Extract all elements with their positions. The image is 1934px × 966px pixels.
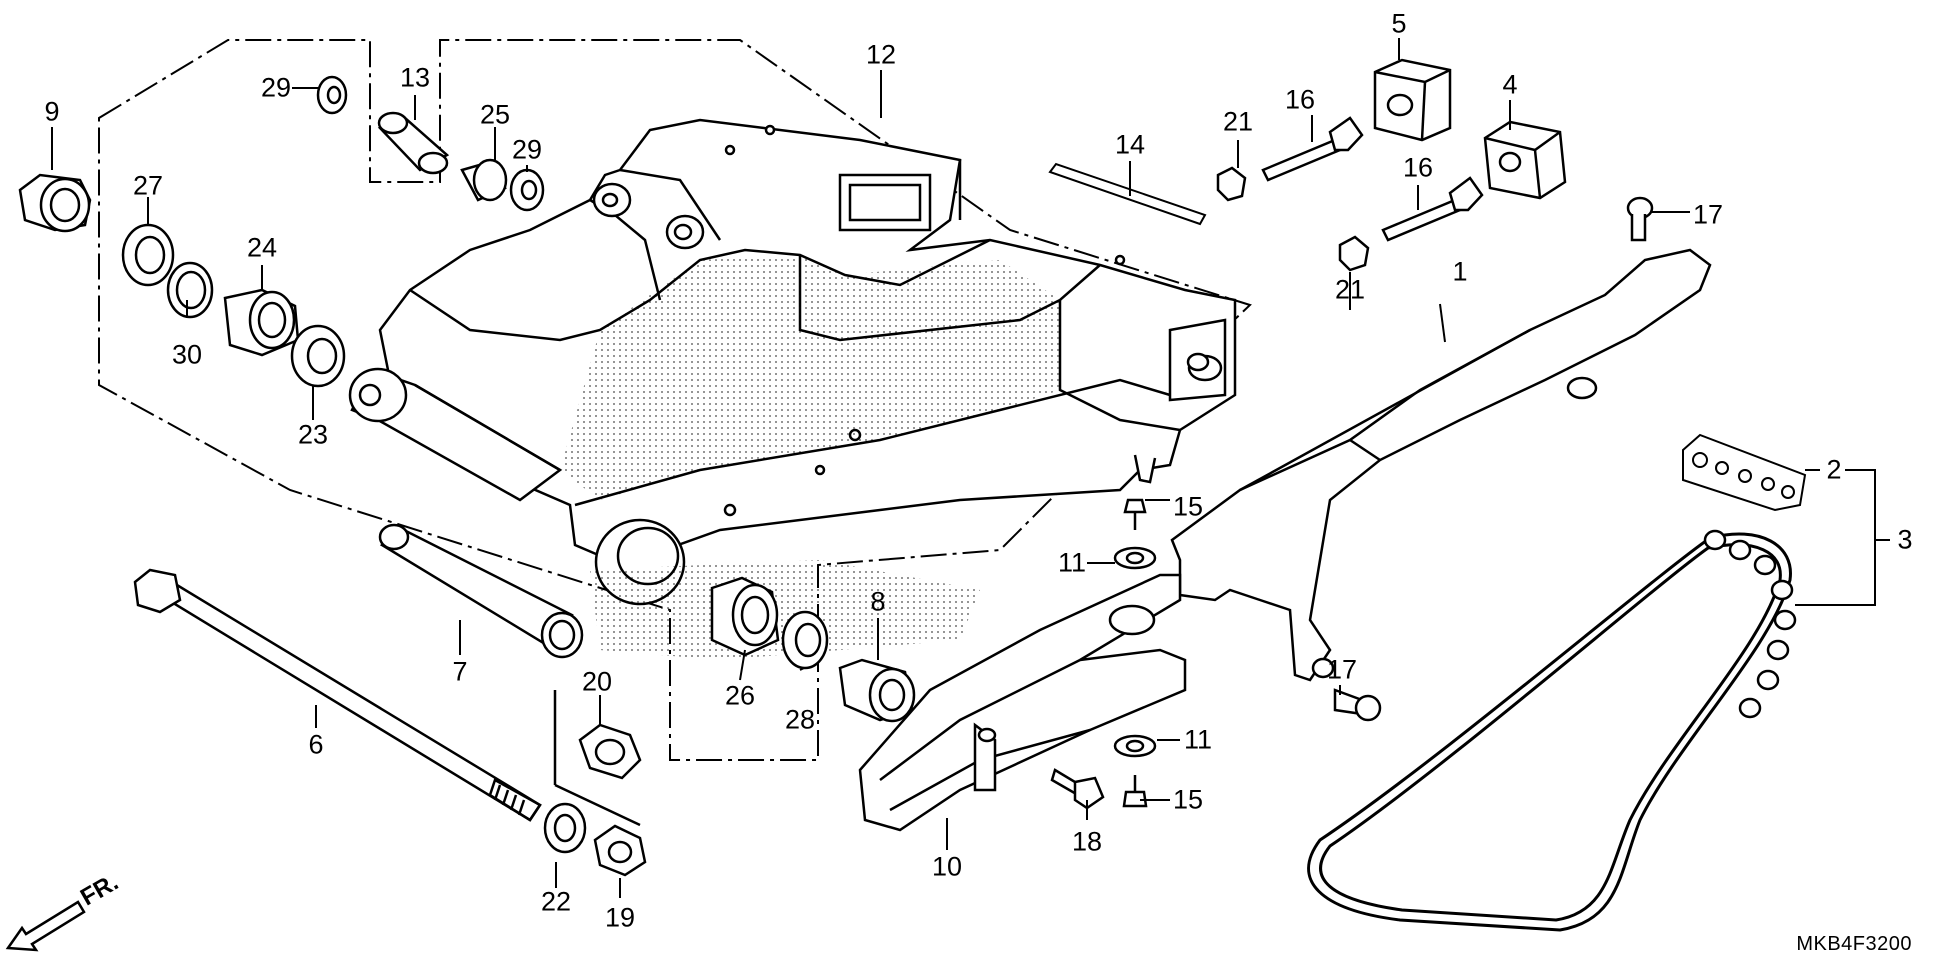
callout-15-upper: 15 — [1172, 491, 1204, 522]
nut-21-mid — [1338, 235, 1370, 272]
callout-15-lower: 15 — [1172, 784, 1204, 815]
seal-28 — [781, 610, 829, 670]
pivot-tube — [348, 367, 563, 502]
callout-26: 26 — [724, 680, 756, 711]
pivot-axle-6 — [133, 568, 542, 822]
callout-28: 28 — [784, 704, 816, 735]
chain-joint-2 — [1682, 433, 1807, 512]
callout-19: 19 — [604, 902, 636, 933]
nut-20 — [578, 723, 642, 780]
circlip-30 — [166, 261, 214, 319]
callout-27: 27 — [132, 170, 164, 201]
callout-16-lower: 16 — [1402, 152, 1434, 183]
rubber-11-bottom — [1113, 734, 1157, 758]
callout-21-upper: 21 — [1222, 106, 1254, 137]
bearing-29-top — [316, 75, 348, 115]
ball-bearing-23 — [290, 324, 346, 388]
label-strip-14 — [1048, 162, 1207, 226]
callout-11-lower: 11 — [1183, 724, 1213, 755]
callout-7: 7 — [452, 656, 468, 687]
callout-3: 3 — [1897, 524, 1913, 555]
callout-22: 22 — [540, 886, 572, 917]
callout-4: 4 — [1502, 69, 1518, 100]
callout-13: 13 — [399, 62, 431, 93]
pipe-7 — [378, 523, 584, 659]
bolt-15-top — [1123, 498, 1147, 530]
bolt-16-top — [1261, 116, 1364, 182]
needle-bearing-26 — [710, 576, 780, 657]
bolt-15-bottom — [1122, 775, 1148, 808]
callout-18: 18 — [1071, 826, 1103, 857]
drive-chain-3 — [1307, 529, 1797, 932]
adjuster-block-5 — [1373, 58, 1452, 142]
callout-5: 5 — [1391, 8, 1407, 39]
chain-slider-10 — [858, 573, 1187, 832]
callout-16-upper: 16 — [1284, 84, 1316, 115]
seal-27 — [121, 223, 175, 287]
washer-22 — [543, 802, 587, 854]
callout-30: 30 — [171, 339, 203, 370]
collar-8 — [838, 658, 916, 723]
collar-9 — [18, 173, 92, 233]
callout-20: 20 — [581, 666, 613, 697]
callout-2: 2 — [1826, 454, 1842, 485]
needle-bearing-25 — [460, 158, 508, 202]
bolt-18 — [1050, 768, 1105, 810]
callout-29-upper: 29 — [260, 72, 292, 103]
callout-17-lower: 17 — [1326, 654, 1358, 685]
callout-6: 6 — [308, 729, 324, 760]
callout-29-mid: 29 — [511, 134, 543, 165]
bearing-29-mid — [509, 168, 545, 212]
callout-23: 23 — [297, 419, 329, 450]
swingarm-shading — [560, 255, 1060, 660]
callout-11-upper: 11 — [1057, 547, 1087, 578]
adjuster-end-4 — [1483, 120, 1567, 200]
divider-line-2 — [554, 783, 641, 827]
rubber-11-top — [1113, 546, 1157, 570]
callout-25: 25 — [479, 99, 511, 130]
collar-13 — [377, 111, 450, 175]
callout-10: 10 — [931, 851, 963, 882]
needle-bearing-24 — [223, 288, 300, 357]
callout-17-upper: 17 — [1692, 199, 1724, 230]
callout-9: 9 — [44, 96, 60, 127]
bolt-16-mid — [1381, 176, 1484, 242]
screw-17-bottom — [1333, 688, 1382, 722]
front-direction-arrow — [5, 900, 86, 952]
callout-24: 24 — [246, 232, 278, 263]
callout-1: 1 — [1452, 256, 1468, 287]
nut-19 — [593, 824, 647, 877]
chain-case-1 — [1170, 248, 1712, 682]
diagram-code: MKB4F3200 — [1796, 933, 1912, 955]
leader-lines — [51, 38, 1890, 898]
callout-8: 8 — [870, 586, 886, 617]
nut-21-top — [1216, 166, 1247, 202]
callout-12: 12 — [865, 39, 897, 70]
screw-17-top — [1626, 196, 1654, 242]
callout-21-lower: 21 — [1334, 274, 1366, 305]
callout-14: 14 — [1114, 129, 1146, 160]
